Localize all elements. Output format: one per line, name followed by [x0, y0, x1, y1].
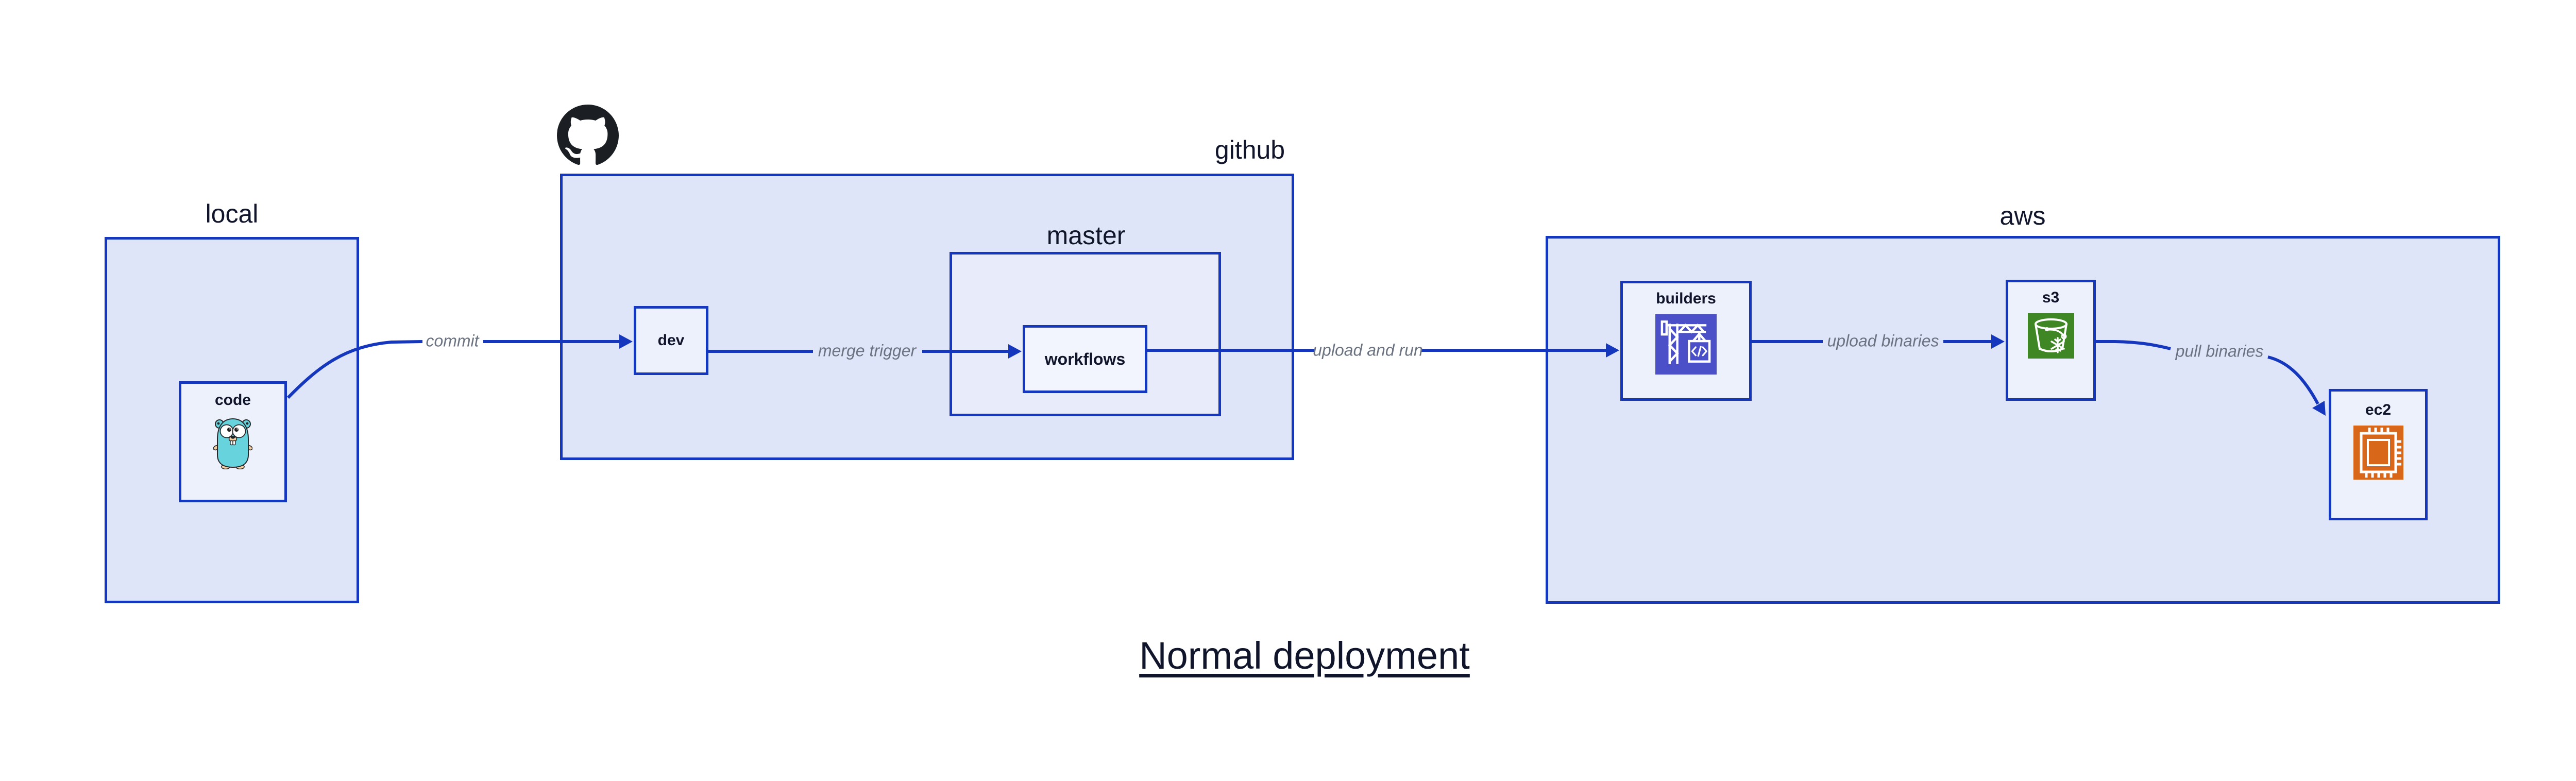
node-builders-label: builders [1656, 290, 1716, 307]
node-dev-label: dev [657, 332, 685, 349]
node-s3-label: s3 [2042, 289, 2060, 306]
node-code-label: code [214, 392, 251, 409]
node-code-box: code [179, 381, 287, 502]
node-dev-box: dev [634, 306, 708, 375]
node-workflows-label: workflows [1044, 349, 1126, 368]
node-workflows-box: workflows [1023, 325, 1147, 393]
edge-commit-label: commit [426, 331, 479, 350]
codebuild-crane-icon [1655, 314, 1717, 375]
node-s3-box: s3 [2006, 280, 2096, 401]
edge-pull-binaries-label: pull binaries [2175, 342, 2264, 361]
group-aws-label: aws [1999, 201, 2046, 230]
node-ec2-box: ec2 [2329, 389, 2428, 520]
edge-merge-trigger-label: merge trigger [818, 341, 917, 360]
group-github-label: github [1214, 135, 1285, 164]
edge-upload-and-run-label: upload and run [1313, 341, 1423, 360]
edge-upload-binaries-label: upload binaries [1827, 331, 1939, 350]
node-builders-box: builders [1620, 281, 1752, 401]
github-octocat-icon [557, 105, 619, 166]
go-gopher-icon [213, 416, 253, 472]
group-master-label: master [1046, 221, 1126, 250]
s3-glacier-bucket-icon [2027, 313, 2074, 359]
node-ec2-label: ec2 [2365, 401, 2392, 418]
ec2-chip-icon [2353, 426, 2403, 480]
group-local-label: local [205, 199, 259, 228]
diagram-title: Normal deployment [1139, 634, 1470, 677]
